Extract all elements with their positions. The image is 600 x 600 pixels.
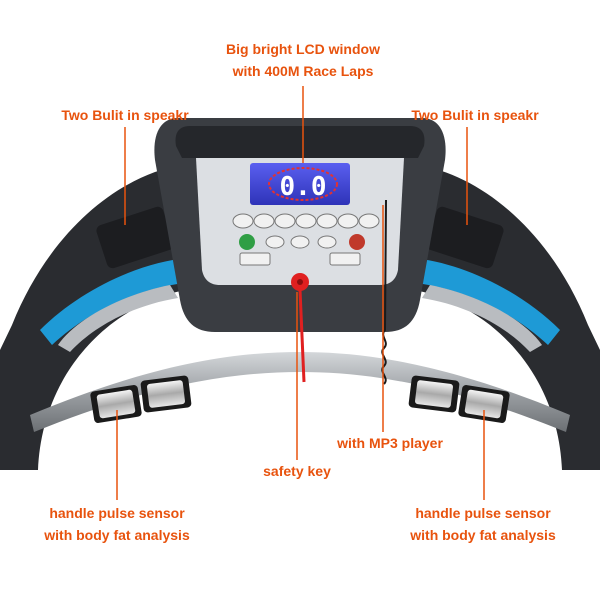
- speed-button[interactable]: [253, 213, 275, 229]
- lcd-screen: [250, 163, 350, 205]
- left-speaker-grille: [96, 206, 174, 269]
- lcd-readout: 0.0: [280, 172, 327, 202]
- speed-button[interactable]: [295, 213, 317, 229]
- lcd-callout: Big bright LCD window with 400M Race Lap…: [203, 38, 403, 82]
- safety-key-callout: safety key: [263, 463, 331, 479]
- left-pulse-callout-line2: with body fat analysis: [44, 527, 190, 543]
- speed-arrows[interactable]: [329, 252, 361, 266]
- speed-button[interactable]: [232, 213, 254, 229]
- mp3-callout: with MP3 player: [337, 435, 443, 451]
- left-pulse-sensor[interactable]: [90, 375, 192, 423]
- speed-button-row: [232, 213, 380, 229]
- mode-button[interactable]: [265, 235, 285, 249]
- safety-key-center: [297, 279, 303, 285]
- right-arm-silver-stripe: [422, 285, 542, 352]
- right-pulse-callout-line1: handle pulse sensor: [415, 505, 551, 521]
- speed-button[interactable]: [316, 213, 338, 229]
- console-tray: [175, 126, 425, 158]
- lcd-callout-line1: Big bright LCD window: [226, 41, 380, 57]
- left-pulse-callout: handle pulse sensor with body fat analys…: [22, 502, 212, 546]
- lcd-race-lap-track: [268, 167, 338, 201]
- right-arm-blue-stripe: [405, 258, 560, 345]
- right-pulse-sensor[interactable]: [408, 375, 510, 423]
- incline-arrows[interactable]: [239, 252, 271, 266]
- stop-button[interactable]: [349, 234, 365, 250]
- handlebar: [30, 352, 570, 432]
- right-speaker-grille: [426, 206, 504, 269]
- left-arm-silver-stripe: [58, 285, 178, 352]
- left-speaker-callout: Two Bulit in speakr: [61, 107, 189, 123]
- left-arm-blue-stripe: [40, 258, 195, 345]
- speed-button[interactable]: [337, 213, 359, 229]
- left-pulse-callout-line1: handle pulse sensor: [49, 505, 185, 521]
- speed-button[interactable]: [358, 213, 380, 229]
- safety-key-cord: [298, 289, 306, 383]
- lcd-callout-line2: with 400M Race Laps: [232, 63, 374, 79]
- set-button[interactable]: [317, 235, 337, 249]
- right-pulse-callout: handle pulse sensor with body fat analys…: [388, 502, 578, 546]
- program-button[interactable]: [290, 235, 310, 249]
- right-speaker-callout: Two Bulit in speakr: [411, 107, 539, 123]
- right-pulse-callout-line2: with body fat analysis: [410, 527, 556, 543]
- speed-button[interactable]: [274, 213, 296, 229]
- start-button[interactable]: [239, 234, 255, 250]
